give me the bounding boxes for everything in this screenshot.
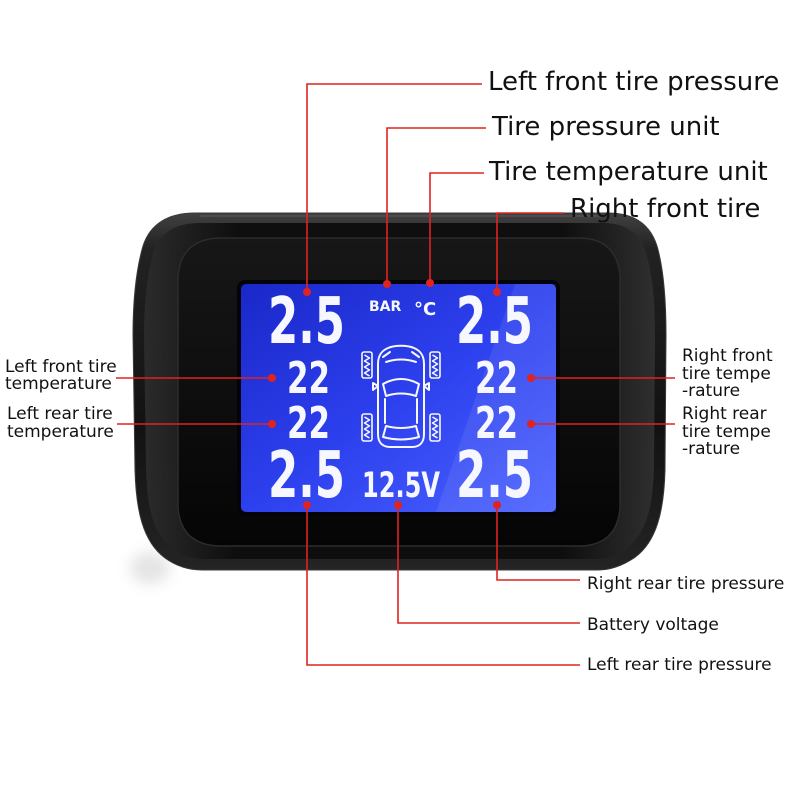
leader-battery-voltage: [397, 505, 580, 624]
lcd-pressure-unit: BAR: [369, 299, 402, 315]
callout-dot-right-rear-pressure: [493, 501, 501, 509]
tire-outline: [361, 413, 373, 442]
leader-right-rear-pressure: [496, 505, 580, 581]
label-right-front-tire-temperature-line2: tire tempe: [682, 364, 771, 384]
lcd-right-front-pressure: 2.5: [456, 285, 533, 359]
car-mirrors: [372, 382, 430, 391]
car-hood-line: [385, 358, 417, 363]
callout-dot-pressure-unit: [383, 280, 391, 288]
leader-left-front-pressure: [306, 83, 482, 292]
lcd-left-front-pressure: 2.5: [268, 285, 345, 359]
lcd-battery-voltage: 12.5V: [362, 466, 440, 506]
label-right-rear-tire-temperature-line3: -rature: [682, 439, 740, 459]
label-left-rear-tire-temperature-line1: Left rear tire: [7, 404, 113, 424]
tpms-device: 2.5 2.5 2.5 2.5 BAR °C 22 22 22 22 12.5V: [130, 212, 667, 584]
callout-dot-left-front-pressure: [303, 288, 311, 296]
leader-left-rear-pressure: [306, 505, 580, 666]
leader-right-front-tire: [496, 212, 563, 292]
tire-outline: [429, 351, 441, 379]
car-windshield: [382, 378, 420, 397]
label-battery-voltage: Battery voltage: [587, 615, 719, 635]
lcd-left-rear-pressure: 2.5: [268, 439, 345, 513]
car-top-view-icon: [361, 344, 441, 448]
lcd-right-rear-temperature: 22: [475, 398, 518, 449]
lcd-temperature-unit: °C: [414, 299, 436, 320]
tire-tread: [431, 416, 439, 439]
car-body: [377, 344, 425, 448]
tire-outline: [429, 413, 441, 442]
lcd-right-front-temperature: 22: [475, 353, 518, 404]
surface-reflection: [130, 552, 170, 584]
label-left-front-tire-temperature-line1: Left front tire: [5, 357, 117, 377]
callout-dot-temperature-unit: [426, 279, 434, 287]
car-headlights: [382, 351, 420, 358]
label-left-rear-tire-pressure: Left rear tire pressure: [587, 655, 772, 675]
tire-right-front-icon: [429, 351, 441, 379]
tire-left-rear-icon: [361, 413, 373, 442]
callout-dot-battery-voltage: [394, 501, 402, 509]
tire-tread: [431, 354, 439, 377]
lcd-right-rear-pressure: 2.5: [456, 439, 533, 513]
lcd-left-rear-temperature: 22: [287, 398, 330, 449]
tire-outline: [361, 351, 373, 379]
lcd-sheen: [436, 284, 556, 512]
callout-dot-right-front-tire: [493, 288, 501, 296]
label-right-front-tire: Right front tire: [570, 194, 760, 224]
callouts: Left front tire pressure Tire pressure u…: [5, 67, 784, 675]
lcd-screen: [241, 284, 556, 512]
callout-dot-left-rear-pressure: [303, 501, 311, 509]
car-side-windows: [384, 398, 418, 424]
callout-dot-right-front-temperature: [527, 374, 535, 382]
label-right-rear-tire-temperature-line2: tire tempe: [682, 422, 771, 442]
car-rear-window: [382, 425, 420, 441]
label-tire-temperature-unit: Tire temperature unit: [488, 157, 768, 187]
tire-left-front-icon: [361, 351, 373, 379]
label-right-front-tire-temperature-line3: -rature: [682, 381, 740, 401]
label-right-rear-tire-temperature-line1: Right rear: [682, 404, 767, 424]
leader-temperature-unit: [429, 172, 484, 283]
tire-tread: [363, 354, 371, 377]
lcd-readings: 2.5 2.5 2.5 2.5 BAR °C 22 22 22 22 12.5V: [268, 285, 533, 513]
callout-dot-left-rear-temperature: [268, 420, 276, 428]
label-left-front-tire-pressure: Left front tire pressure: [488, 67, 779, 97]
label-right-rear-tire-pressure: Right rear tire pressure: [587, 574, 784, 594]
tire-right-rear-icon: [429, 413, 441, 442]
label-left-front-tire-temperature-line2: temperature: [5, 374, 112, 394]
leader-pressure-unit: [386, 127, 486, 284]
callout-dot-right-rear-temperature: [527, 420, 535, 428]
label-left-rear-tire-temperature-line2: temperature: [7, 422, 114, 442]
label-tire-pressure-unit: Tire pressure unit: [491, 112, 720, 142]
callout-dot-left-front-temperature: [268, 374, 276, 382]
label-right-front-tire-temperature-line1: Right front: [682, 346, 773, 366]
tire-tread: [363, 416, 371, 439]
lcd-left-front-temperature: 22: [287, 353, 330, 404]
